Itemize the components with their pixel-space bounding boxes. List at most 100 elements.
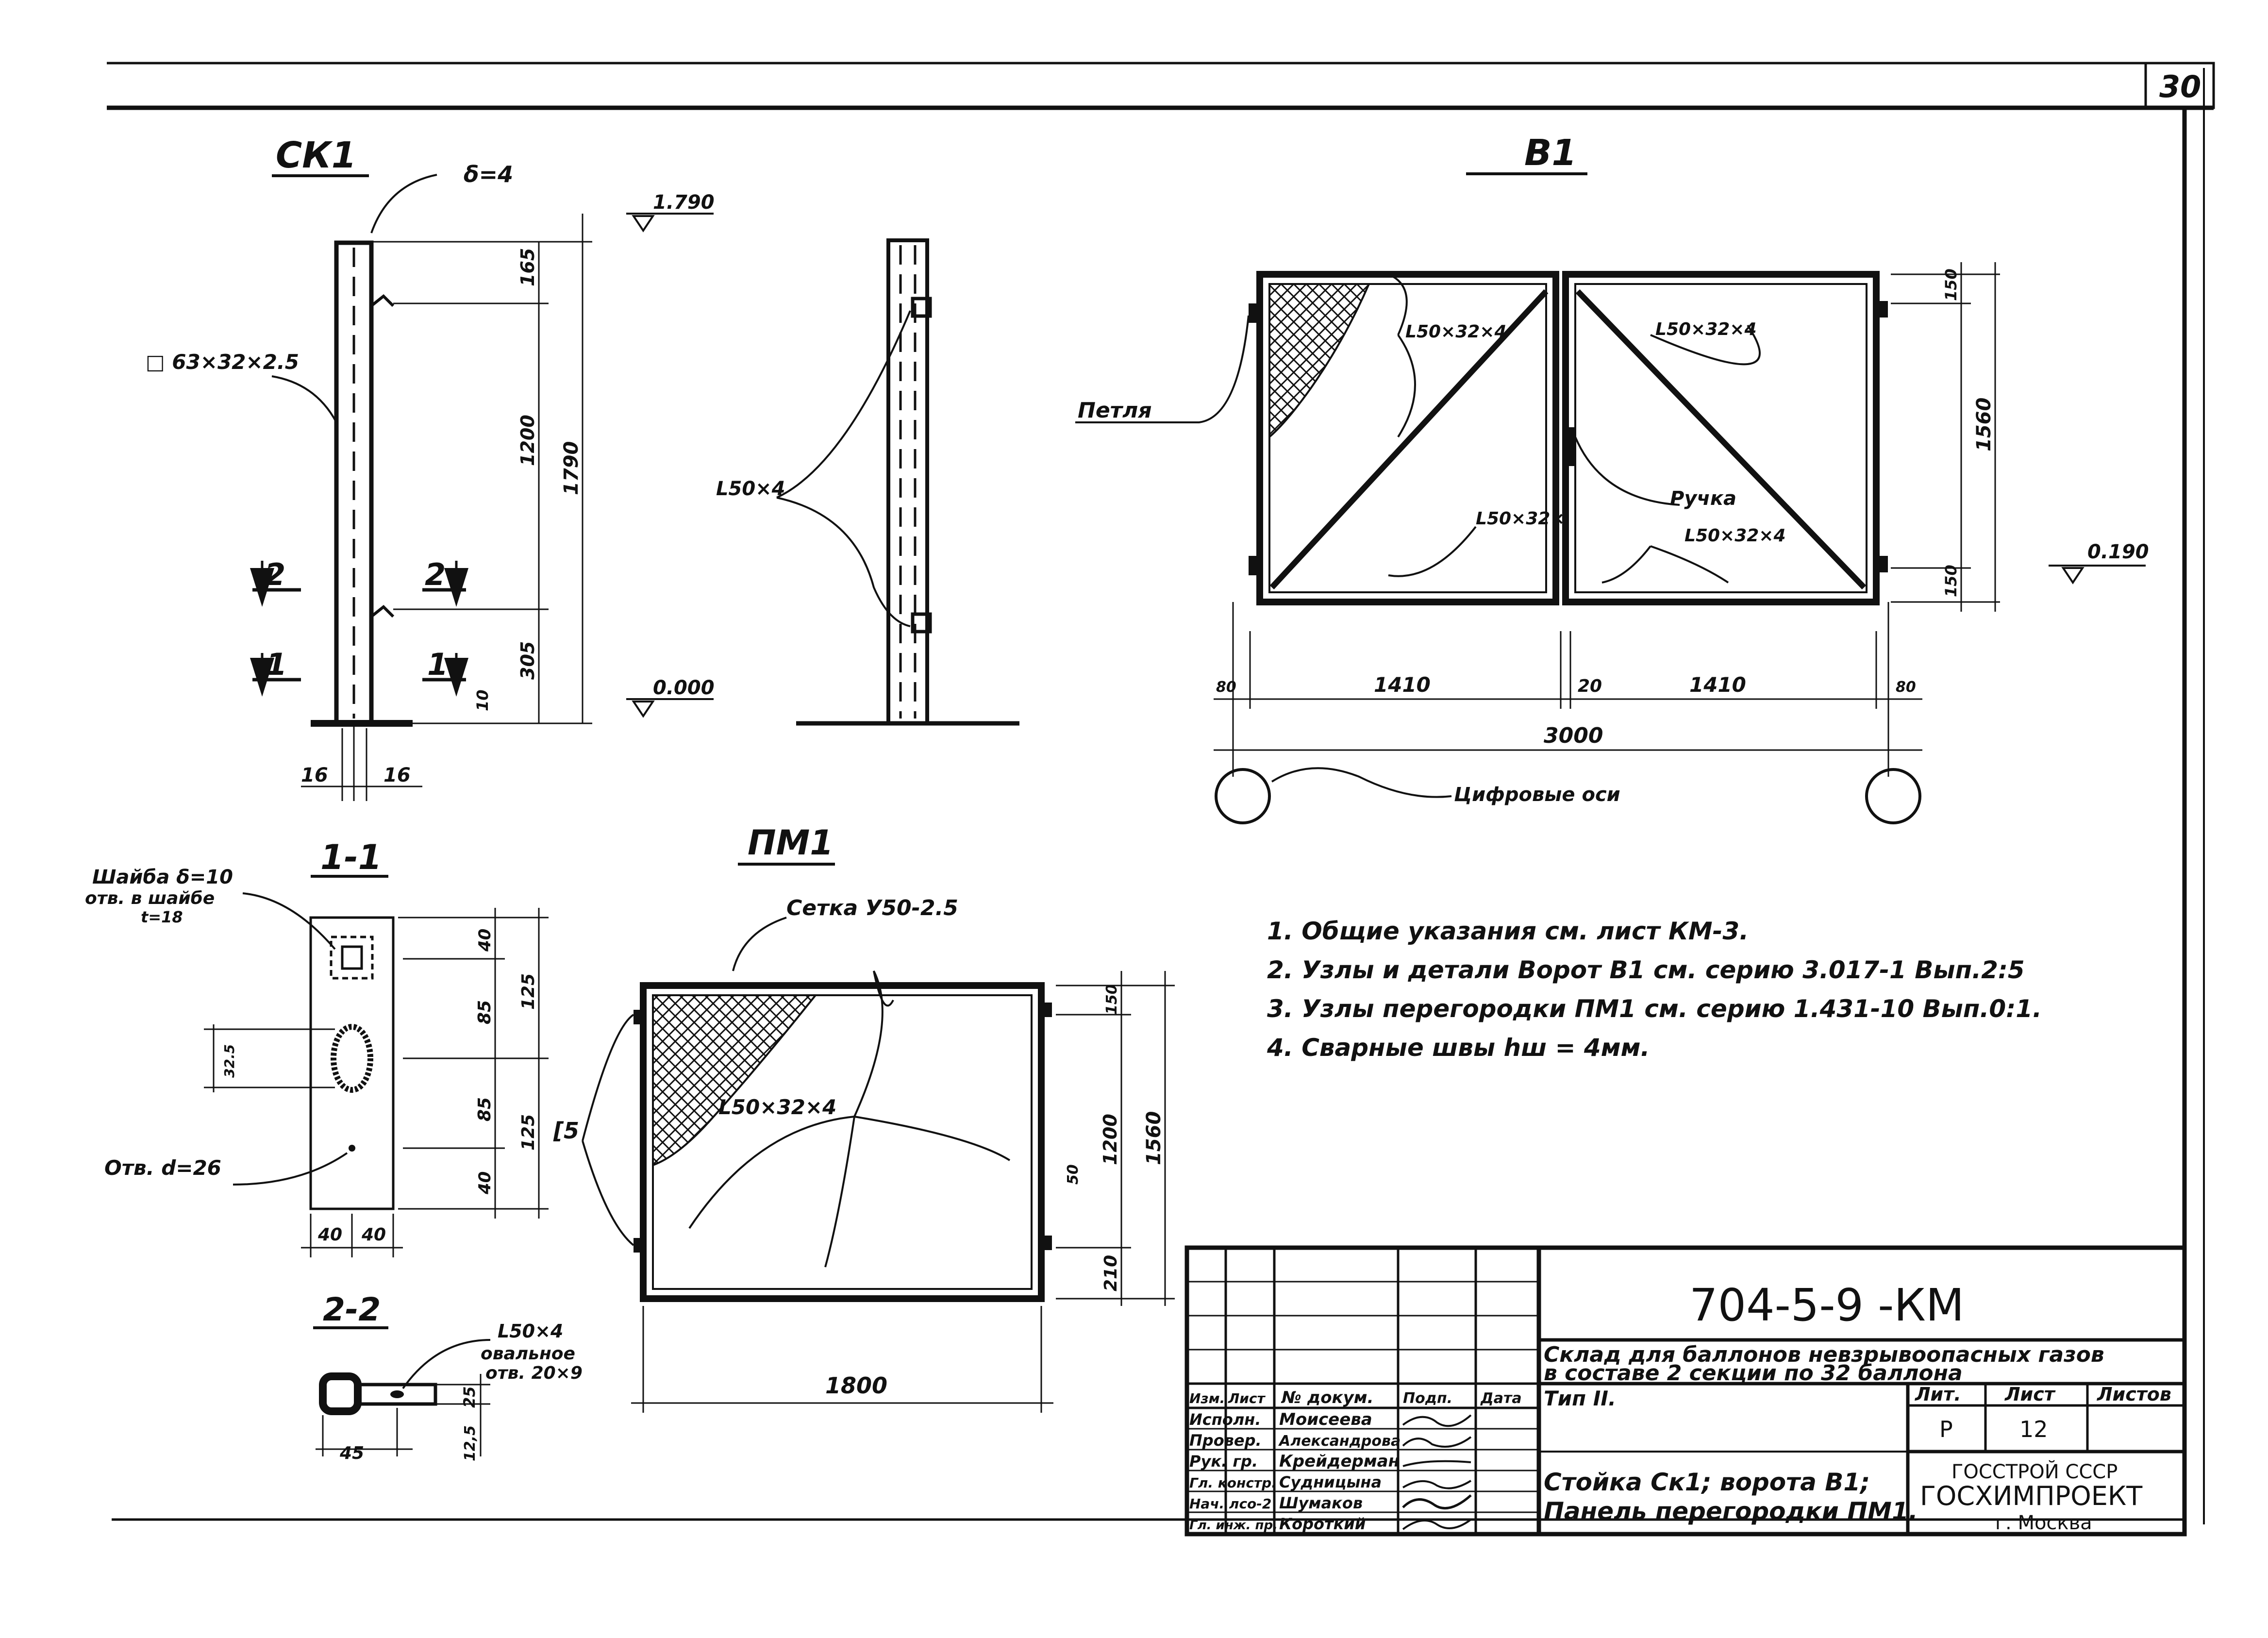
sec11-hole-label: Отв. d=26 [104, 1156, 221, 1180]
view-ck1-side [776, 238, 1019, 726]
ck1-dim-1790: 1790 [560, 441, 583, 495]
tb-lit-value: Р [1939, 1416, 1953, 1442]
title-block-org-1: ГОССТРОЙ СССР [1951, 1460, 2118, 1483]
view-section-2-2: 2-2 [313, 1291, 491, 1456]
title-block [1184, 1245, 2187, 1537]
ck1-section-2-right: 2 [425, 557, 446, 592]
b1-angle-label-b: L50×32×4 [1655, 319, 1757, 339]
ck1-dim-1200: 1200 [517, 415, 538, 466]
note-4: 4. Сварные швы hш = 4мм. [1267, 1034, 1650, 1062]
ck1-dim-16-left: 16 [301, 764, 328, 786]
tb-header-sheet: Лист [2004, 1384, 2056, 1405]
title-block-drawing-name-2: Панель перегородки ПМ1. [1544, 1497, 1918, 1525]
sec11-dim-40-top: 40 [475, 929, 495, 952]
tb-role-1: Исполн. [1189, 1410, 1261, 1429]
sec11-washer-label: Шайба δ=10 [92, 866, 233, 888]
view-pm1-panel: ПМ1 [582, 823, 1175, 1413]
b1-dim-3000: 3000 [1544, 723, 1603, 748]
sec11-washer-hole-label: отв. в шайбе [85, 888, 215, 908]
tb-name-6: Короткий [1279, 1515, 1366, 1533]
sec11-title: 1-1 [320, 837, 382, 877]
ck1-dim-10: 10 [473, 689, 492, 711]
title-block-type: Тип II. [1544, 1387, 1616, 1410]
tb-role-2: Провер. [1189, 1431, 1262, 1450]
sec22-dim-25: 25 [460, 1386, 479, 1408]
sec11-dim-85-bottom: 85 [475, 1097, 495, 1121]
sec11-dim-width-right: 40 [361, 1225, 386, 1245]
tb-name-1: Моисеева [1279, 1410, 1372, 1429]
b1-title: В1 [1524, 132, 1577, 174]
sec11-dim-40-bottom: 40 [475, 1171, 495, 1195]
tb-role-4: Гл. констр. [1189, 1475, 1277, 1491]
tb-col-doc: № докум. [1281, 1388, 1374, 1407]
tb-header-sheets: Листов [2097, 1384, 2171, 1405]
pm1-angle-label: L50×32×4 [718, 1095, 836, 1119]
sec22-oval-label: овальное [481, 1344, 575, 1364]
sheet-frame [107, 62, 2215, 1524]
b1-hinge-label: Петля [1078, 398, 1152, 423]
b1-angle-label-c: L50×32× [1476, 509, 1565, 529]
ck1-profile-label: □ 63×32×2.5 [146, 350, 299, 374]
sec22-angle-label: L50×4 [498, 1320, 563, 1342]
tb-col-sign: Подп. [1403, 1390, 1452, 1407]
view-section-1-1: 1-1 [204, 837, 549, 1257]
b1-dim-150-top: 150 [1942, 268, 1960, 301]
general-notes: 1. Общие указания см. лист КМ-3. 2. Узлы… [1267, 917, 2042, 1062]
b1-dim-80-left: 80 [1216, 679, 1236, 696]
b1-axes-label: Цифровые оси [1454, 784, 1620, 806]
b1-dim-1410-left: 1410 [1374, 673, 1431, 697]
title-block-org-3: г. Москва [1995, 1512, 2092, 1534]
ck1-dim-305: 305 [517, 641, 538, 680]
sec22-title: 2-2 [323, 1291, 381, 1328]
b1-dim-1560: 1560 [1973, 398, 1995, 451]
tb-col-date: Дата [1480, 1390, 1522, 1407]
tb-role-3: Рук. гр. [1189, 1452, 1258, 1471]
b1-dim-1410-right: 1410 [1689, 673, 1746, 697]
tb-col-izm: Изм. [1189, 1390, 1225, 1406]
tb-role-6: Гл. инж. пр. [1189, 1518, 1278, 1533]
tb-role-5: Нач. лсо-2 [1189, 1496, 1271, 1512]
tb-name-2: Александрова [1278, 1433, 1401, 1450]
pm1-dim-1800: 1800 [825, 1372, 887, 1399]
ck1-delta-label: δ=4 [464, 161, 513, 187]
b1-handle-label: Ручка [1670, 487, 1736, 510]
sheet-number: 30 [2159, 69, 2201, 104]
tb-name-4: Судницына [1279, 1473, 1382, 1491]
sec11-dim-85-top: 85 [475, 1000, 495, 1024]
pm1-mesh-label: Сетка У50-2.5 [786, 896, 958, 920]
tb-sheet-value: 12 [2019, 1416, 2048, 1442]
pm1-dim-1560: 1560 [1143, 1111, 1165, 1165]
view-b1-gate: В1 [1075, 132, 2146, 824]
ck1-side-angle-label: L50×4 [716, 478, 785, 500]
title-block-drawing-name-1: Стойка Ск1; ворота В1; [1544, 1468, 1870, 1496]
sec11-dim-side: 32.5 [221, 1044, 237, 1078]
note-1: 1. Общие указания см. лист КМ-3. [1267, 917, 1749, 945]
pm1-channel-label: [5 [553, 1118, 579, 1144]
ck1-section-1-right: 1 [427, 647, 448, 682]
sec22-dim-125: 12,5 [462, 1425, 479, 1461]
pm1-dim-210: 210 [1101, 1255, 1121, 1291]
b1-dim-150-bottom: 150 [1942, 565, 1960, 597]
ck1-dim-165: 165 [517, 248, 538, 286]
b1-elevation: 0.190 [2087, 541, 2149, 563]
sec11-hole-size: t=18 [141, 908, 183, 926]
ck1-dim-16-right: 16 [384, 764, 411, 786]
ck1-section-2-left: 2 [265, 557, 285, 592]
title-block-desc-1: Склад для баллонов невзрывоопасных газов [1544, 1342, 2104, 1367]
ck1-elev-zero: 0.000 [653, 677, 715, 699]
tb-name-5: Шумаков [1279, 1494, 1363, 1512]
sec22-dim-45: 45 [339, 1443, 364, 1463]
pm1-dim-50: 50 [1065, 1164, 1082, 1185]
pm1-dim-150: 150 [1103, 984, 1120, 1015]
b1-angle-label-a: L50×32×4 [1405, 322, 1507, 342]
sec11-dim-width-left: 40 [317, 1225, 342, 1245]
title-block-org-2: ГОСХИМПРОЕКТ [1920, 1481, 2143, 1511]
tb-col-list: Лист [1228, 1390, 1266, 1406]
title-block-desc-2: в составе 2 секции по 32 баллона [1544, 1361, 1963, 1386]
b1-dim-80-right: 80 [1896, 679, 1916, 696]
sec11-dim-125-bottom: 125 [518, 1114, 538, 1151]
view-ck1-front: СК1 [250, 134, 714, 801]
ck1-title: СК1 [276, 134, 356, 176]
title-block-code: 704-5-9 -КМ [1689, 1279, 1964, 1331]
